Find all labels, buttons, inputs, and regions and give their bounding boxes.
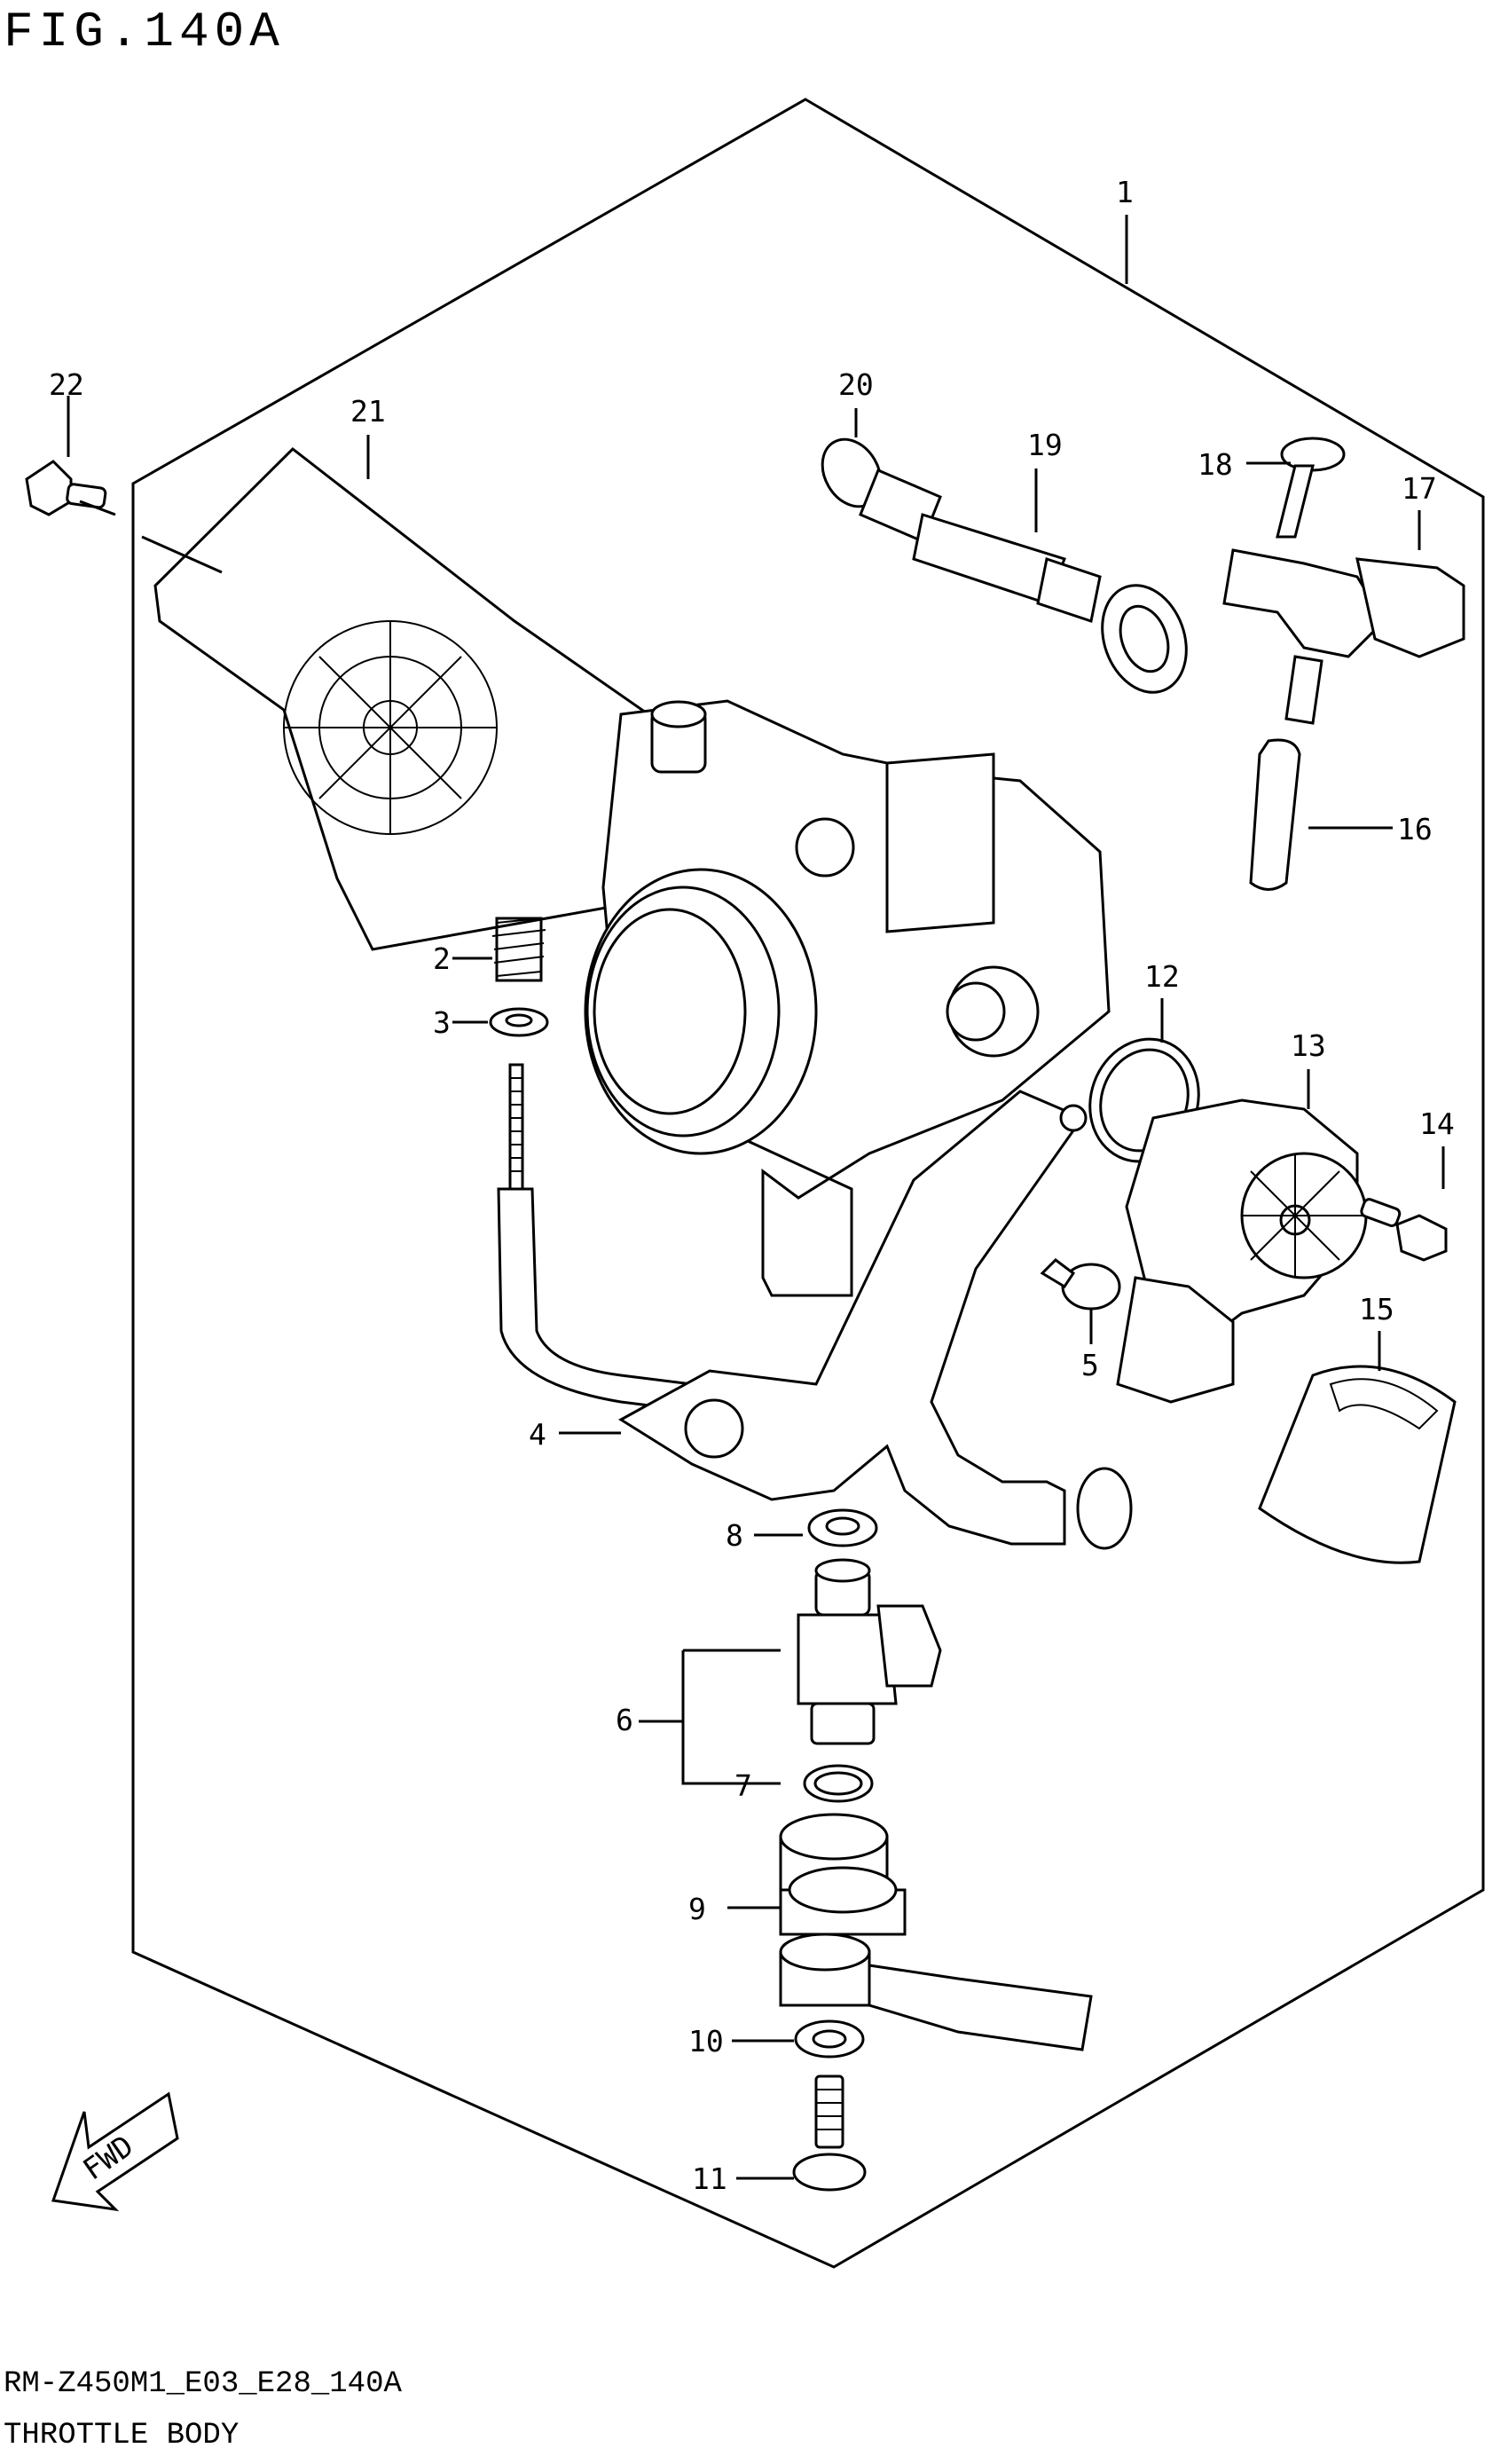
part-15-cover — [1258, 1365, 1457, 1564]
callout-14: 14 — [1419, 1106, 1455, 1141]
callout-21: 21 — [350, 394, 386, 429]
callout-2: 2 — [433, 941, 451, 976]
callout-4: 4 — [529, 1417, 546, 1452]
assembly-boundary — [131, 98, 1485, 2269]
callout-12: 12 — [1144, 959, 1180, 994]
part-3-washer — [489, 1007, 549, 1037]
callout-17: 17 — [1402, 471, 1437, 506]
figure-title: FIG.140A — [4, 4, 285, 60]
figure-code: RM-Z450M1_E03_E28_140A — [4, 2367, 402, 2401]
part-19-valve — [859, 468, 1188, 694]
part-6-injector — [797, 1558, 942, 1745]
callout-19: 19 — [1027, 428, 1063, 462]
callout-22: 22 — [49, 367, 84, 402]
callout-13: 13 — [1291, 1028, 1326, 1063]
callout-16: 16 — [1397, 812, 1433, 846]
leader-lines — [67, 215, 1445, 2180]
callout-3: 3 — [433, 1005, 451, 1040]
callout-1: 1 — [1116, 175, 1134, 209]
fwd-arrow-icon: FWD — [51, 2091, 179, 2212]
callout-11: 11 — [692, 2161, 727, 2196]
part-22-bolt — [25, 460, 107, 516]
figure-name: THROTTLE BODY — [4, 2419, 240, 2452]
part-11-screw — [792, 2074, 867, 2192]
callout-6: 6 — [616, 1703, 633, 1737]
part-2-spring — [491, 917, 546, 982]
callout-18: 18 — [1198, 447, 1233, 482]
part-10-o-ring — [794, 2019, 865, 2059]
part-17-sensor — [1222, 548, 1465, 725]
callout-8: 8 — [726, 1518, 743, 1553]
callout-15: 15 — [1359, 1292, 1394, 1326]
part-13-tps — [1116, 1098, 1368, 1404]
part-21-side-cover — [153, 447, 721, 951]
part-9-fuel-delivery — [779, 1813, 1093, 2051]
callout-labels: 1 2 3 4 5 6 7 8 9 10 11 12 13 14 15 16 1… — [49, 175, 1455, 2196]
part-8-washer — [807, 1508, 878, 1547]
throttle-body-main — [584, 699, 1111, 1297]
part-16-hose — [1249, 738, 1301, 891]
part-5-screw — [1040, 1258, 1121, 1311]
callout-20: 20 — [838, 367, 874, 402]
part-7-o-ring — [803, 1764, 874, 1803]
part-14-bolt — [1360, 1198, 1448, 1262]
part-18-screw — [1276, 437, 1346, 539]
callout-9: 9 — [688, 1892, 706, 1926]
callout-7: 7 — [734, 1768, 752, 1803]
callout-10: 10 — [688, 2024, 724, 2059]
part-4-bracket — [618, 1090, 1133, 1550]
callout-5: 5 — [1081, 1348, 1099, 1382]
